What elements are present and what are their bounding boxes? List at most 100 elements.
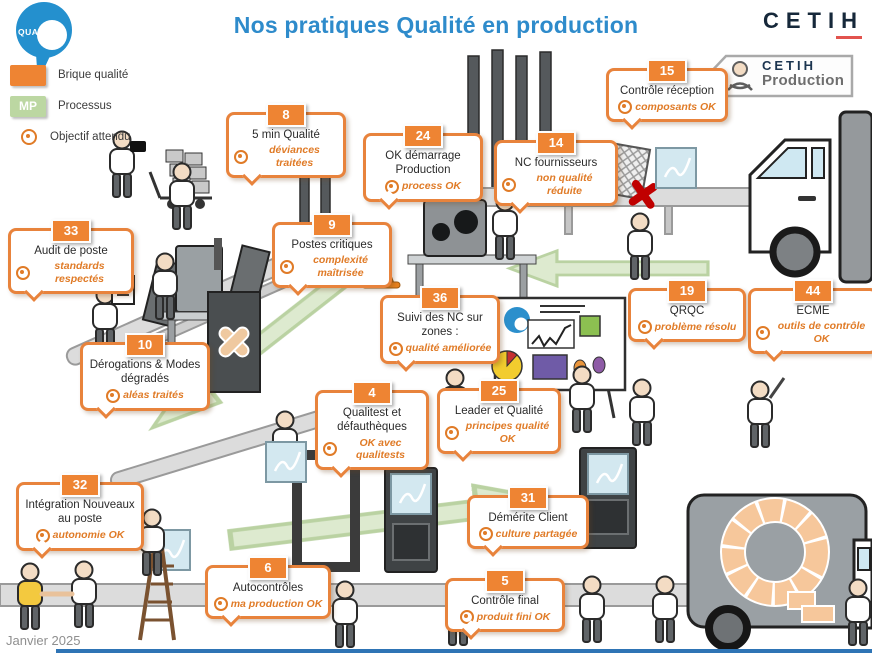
callout-title: Leader et Qualité [454,405,544,417]
target-icon [323,442,337,457]
callout-objective: culture partagée [495,528,578,541]
footer-date: Janvier 2025 [6,633,81,648]
callout-title: Intégration Nouveaux au poste [25,499,135,526]
delivery-truck-brick-q [686,493,872,651]
callout-objective: produit fini OK [476,611,551,624]
target-icon [618,100,633,115]
glass-pane [264,440,308,484]
callout-10: 10 Dérogations & Modes dégradés aléas tr… [80,333,210,419]
qualite-logo-text: QUALITE [18,27,59,37]
callout-title: Audit de poste [34,245,108,257]
callout-44: 44 ECME outils de contrôle OK [748,279,872,362]
target-icon [445,425,459,440]
badge-sub: Production [762,71,845,89]
callout-number: 8 [266,103,306,127]
callout-9: 9 Postes critiques complexité maîtrisée [272,213,392,296]
callout-number: 4 [352,381,392,405]
callout-objective: composants OK [635,101,716,114]
callout-objective: ma production OK [230,598,323,611]
callout-title: ECME [796,305,830,317]
callout-objective: OK avec qualitests [355,436,405,462]
camera-icon [130,141,146,152]
callout-8: 8 5 min Qualité déviances traitées [226,103,346,186]
target-icon [502,177,516,192]
target-icon [21,129,37,145]
target-icon [16,265,30,280]
callout-title: Démérite Client [488,512,568,524]
callout-number: 33 [51,219,91,243]
qualite-logo: QUALITE [8,0,80,86]
callout-31: 31 Démérite Client culture partagée [467,486,589,558]
legend-item-objectif: Objectif attendu [10,126,131,148]
callout-number: 19 [667,279,707,303]
callout-5: 5 Contrôle final produit fini OK [445,569,565,641]
callout-objective: déviances traitées [269,144,320,169]
cetih-production-badge: CETIH Production [704,52,856,100]
target-icon [106,388,121,403]
callout-number: 15 [647,59,687,83]
callout-objective: outils de contrôle OK [777,320,866,345]
callout-title: 5 min Qualité [252,129,320,141]
quality-whiteboard [491,296,627,419]
incoming-truck [748,110,872,284]
callout-25: 25 Leader et Qualité principes qualité O… [437,379,561,462]
target-icon [213,597,228,612]
callout-objective: problème résolu [654,321,737,334]
callout-number: 31 [508,486,548,510]
target-icon [756,325,770,340]
callout-number: 25 [479,379,519,403]
callout-objective: non qualité réduite [536,172,593,197]
target-icon [234,149,248,164]
callout-objective: process OK [402,180,461,193]
callout-15: 15 Contrôle réception composants OK [606,59,728,131]
callout-4: 4 Qualitest et défauthèques OK avec qual… [315,381,429,478]
processus-swatch: MP [10,95,46,117]
target-icon [280,259,294,274]
callout-title: OK démarrage Production [385,150,461,177]
legend: Brique qualité MP Processus Objectif att… [10,64,131,157]
callout-title: QRQC [669,305,705,317]
legend-item-processus: MP Processus [10,95,131,117]
brique-swatch [10,64,46,86]
target-icon [637,320,652,335]
callout-24: 24 OK démarrage Production process OK [363,124,483,210]
callout-number: 36 [420,286,460,310]
callout-title: Suivi des NC sur zones : [397,312,483,339]
legend-item-brique: Brique qualité [10,64,131,86]
cetih-logo-underline [836,36,862,39]
handshake-pair [17,560,97,630]
callout-objective: autonomie OK [52,529,125,542]
callout-36: 36 Suivi des NC sur zones : qualité amél… [380,286,500,372]
callout-title: Postes critiques [291,239,373,251]
target-icon [478,527,493,542]
callout-number: 14 [536,131,576,155]
glass-pane [654,146,698,190]
bottom-bar [56,649,872,653]
callout-number: 9 [312,213,352,237]
target-icon [388,341,403,356]
callout-number: 24 [403,124,443,148]
page-title: Nos pratiques Qualité en production [233,12,639,38]
callout-objective: standards respectés [54,260,105,285]
callout-number: 10 [125,333,165,357]
callout-title: Contrôle final [471,595,539,607]
callout-19: 19 QRQC problème résolu [628,279,746,351]
callout-title: Contrôle réception [620,85,714,97]
workstation-machine [407,199,537,307]
callout-32: 32 Intégration Nouveaux au poste autonom… [16,473,144,559]
ladder [138,547,176,641]
callout-number: 6 [248,556,288,580]
badge-person-icon [727,61,753,91]
callout-title: NC fournisseurs [514,157,598,169]
callout-title: Autocontrôles [232,582,304,594]
callout-objective: qualité améliorée [405,342,492,355]
factory-chimneys [299,49,552,235]
callout-6: 6 Autocontrôles ma production OK [205,556,331,628]
badge-brand: CETIH [762,58,816,73]
callout-objective: aléas traités [123,389,184,402]
caliper-tool [768,377,786,399]
callout-33: 33 Audit de poste standards respectés [8,219,134,302]
callout-number: 32 [60,473,100,497]
repaired-frame [207,291,261,393]
